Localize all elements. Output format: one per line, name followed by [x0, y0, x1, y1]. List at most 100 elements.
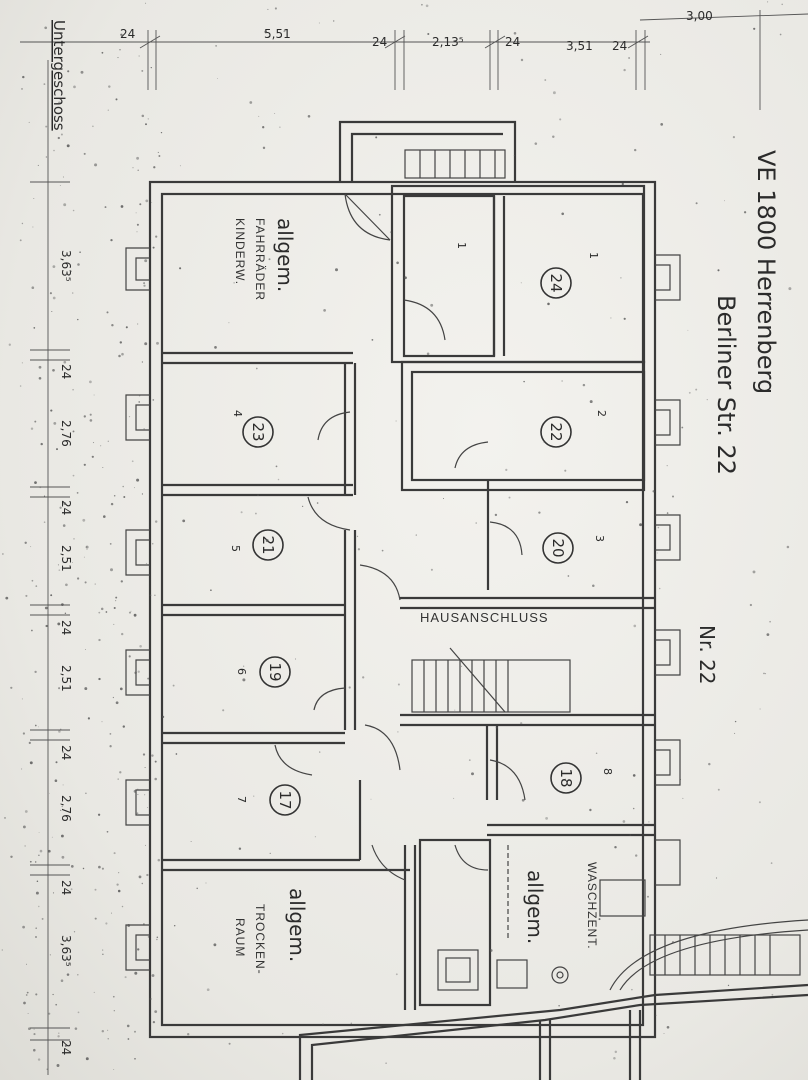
- speckle-dot: [25, 994, 28, 996]
- speckle-dot: [92, 125, 94, 128]
- speckle-dot: [84, 581, 87, 584]
- speckle-dot: [94, 164, 96, 166]
- speckle-dot: [396, 261, 399, 265]
- speckle-dot: [356, 535, 359, 538]
- speckle-dot: [142, 753, 146, 756]
- speckle-dot: [107, 440, 109, 442]
- speckle-dot: [732, 136, 735, 139]
- speckle-dot: [240, 511, 243, 514]
- speckle-dot: [759, 708, 761, 710]
- dim-left-4: 24: [59, 500, 73, 515]
- speckle-dot: [190, 841, 192, 842]
- speckle-dot: [151, 202, 153, 203]
- dim-top-6: 3,51: [566, 39, 593, 53]
- unit-24: 24 1 1: [455, 242, 600, 299]
- speckle-dot: [105, 922, 108, 925]
- speckle-dot: [155, 235, 158, 238]
- speckle-dot: [316, 502, 319, 504]
- speckle-dot: [520, 282, 522, 284]
- speckle-dot: [763, 672, 765, 675]
- speckle-dot: [656, 552, 658, 554]
- speckle-dot: [101, 721, 103, 723]
- speckle-dot: [104, 206, 107, 209]
- room-trockenraum: allgem. TROCKEN- RAUM: [233, 888, 309, 975]
- speckle-dot: [771, 993, 774, 996]
- room-label-trocken: TROCKEN-: [253, 904, 267, 975]
- speckle-dot: [421, 3, 423, 6]
- dim-left-8: 24: [59, 745, 73, 760]
- speckle-dot: [143, 923, 145, 925]
- speckle-dot: [332, 20, 335, 22]
- speckle-dot: [430, 568, 433, 571]
- speckle-dot: [145, 123, 147, 126]
- speckle-dot: [614, 845, 617, 849]
- unit-number-19: 19: [266, 662, 284, 681]
- room-waschzentrale: allgem. WASCHZENT.: [523, 862, 599, 950]
- speckle-dot: [381, 549, 384, 552]
- unit-index-2: 2: [595, 410, 608, 417]
- speckle-dot: [58, 1032, 60, 1034]
- floor-label: Untergeschoss: [50, 20, 68, 131]
- speckle-dot: [60, 834, 64, 838]
- speckle-dot: [214, 346, 217, 349]
- speckle-dot: [115, 98, 118, 101]
- unit-number-18: 18: [557, 768, 575, 787]
- speckle-dot: [24, 845, 26, 847]
- speckle-dot: [281, 1032, 284, 1035]
- speckle-dot: [4, 817, 6, 819]
- speckle-dot: [56, 1064, 60, 1067]
- unit-21: 21 5: [229, 529, 284, 561]
- speckle-dot: [107, 109, 109, 111]
- speckle-dot: [52, 265, 56, 268]
- speckle-dot: [133, 789, 137, 793]
- speckle-dot: [31, 286, 35, 290]
- speckle-dot: [145, 562, 148, 565]
- speckle-dot: [103, 515, 106, 518]
- speckle-dot: [136, 812, 139, 815]
- speckle-dot: [34, 481, 37, 484]
- speckle-dot: [82, 518, 86, 522]
- speckle-dot: [33, 198, 35, 199]
- room-label-waschzent: WASCHZENT.: [585, 862, 599, 950]
- speckle-dot: [545, 817, 548, 820]
- dim-left-10: 24: [59, 880, 73, 895]
- speckle-dot: [59, 506, 62, 509]
- speckle-dot: [44, 606, 48, 610]
- speckle-dot: [35, 861, 37, 863]
- speckle-dot: [127, 1038, 130, 1040]
- speckle-dot: [156, 341, 159, 345]
- speckle-dot: [730, 468, 732, 470]
- speckle-dot: [61, 603, 64, 606]
- speckle-dot: [57, 622, 61, 626]
- speckle-dot: [112, 995, 115, 998]
- speckle-dot: [137, 794, 139, 795]
- room-label-allgem-3: allgem.: [523, 870, 547, 944]
- speckle-dot: [73, 85, 76, 89]
- speckle-dot: [172, 684, 175, 687]
- speckle-dot: [150, 66, 152, 69]
- speckle-dot: [620, 277, 622, 279]
- speckle-dot: [79, 251, 81, 254]
- speckle-dot: [222, 709, 225, 712]
- speckle-dot: [121, 352, 124, 356]
- speckle-dot: [283, 30, 286, 33]
- speckle-dot: [267, 8, 269, 10]
- speckle-dot: [37, 1058, 41, 1061]
- speckle-dot: [279, 126, 281, 128]
- speckle-dot: [36, 880, 39, 882]
- unit-number-24: 24: [547, 273, 565, 292]
- speckle-dot: [242, 678, 246, 682]
- speckle-dot: [118, 872, 120, 874]
- speckle-dot: [98, 638, 101, 642]
- speckle-dot: [141, 882, 144, 885]
- speckle-dot: [59, 184, 61, 187]
- speckle-dot: [243, 665, 245, 667]
- speckle-dot: [127, 923, 131, 927]
- unit-index-7: 7: [235, 796, 248, 803]
- speckle-dot: [137, 169, 139, 171]
- speckle-dot: [35, 927, 37, 929]
- speckle-dot: [663, 1032, 665, 1035]
- speckle-dot: [508, 496, 511, 499]
- room-label-kinderw: KINDERW.: [233, 218, 247, 285]
- speckle-dot: [120, 580, 123, 583]
